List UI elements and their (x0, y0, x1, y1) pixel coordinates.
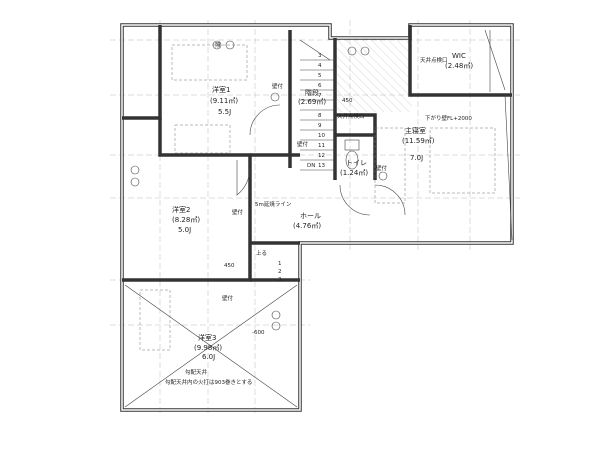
hall-name: ホール (300, 212, 321, 220)
toilet-name: トイレ (346, 159, 367, 167)
wic-area: (2.48㎡) (445, 62, 473, 70)
wall-mount-note: 壁付 (272, 82, 284, 90)
room2-area: (8.28㎡) (172, 216, 200, 224)
stair-step: 12 (318, 153, 325, 159)
wic-shelves (484, 29, 513, 241)
stairwell-void (337, 40, 412, 112)
toilet-fixture (344, 139, 360, 170)
stair-step: 9 (318, 123, 322, 129)
room1-area: (9.11㎡) (210, 97, 238, 105)
hall-area: (4.76㎡) (293, 222, 321, 230)
stair-step: 4 (318, 63, 322, 69)
master-area: (11.59㎡) (402, 137, 435, 145)
stair-step: 5 (318, 73, 322, 79)
stair-step: 3 (278, 277, 282, 283)
wic-name: WIC (452, 52, 466, 60)
master-size: 7.0J (410, 154, 423, 162)
dimension-note: 450 (224, 263, 235, 269)
stair-step: 1 (278, 261, 282, 267)
fire-line-note: 5m延焼ライン (255, 200, 292, 208)
wall-mount-note: 壁付 (232, 208, 244, 216)
stair-step: 13 (318, 163, 325, 169)
stair-dn-label: DN (307, 163, 315, 169)
up-note: 上る (256, 249, 267, 257)
stair-step: 2 (278, 269, 282, 275)
light-fixtures (130, 40, 388, 331)
room1-size: 5.5J (218, 108, 231, 116)
wall-mount-note: 壁付 (222, 294, 234, 302)
stair-step: 10 (318, 133, 325, 139)
master-name: 主寝室 (405, 126, 426, 135)
stair-step: 11 (318, 143, 325, 149)
light-mark: 照 (215, 42, 221, 49)
stairs-area: (2.69㎡) (298, 98, 326, 106)
doors (236, 104, 406, 216)
stair-step: 7 (318, 93, 322, 99)
drop-wall-note: 下がり壁FL+2000 (425, 114, 472, 122)
toilet-area: (1.24㎡) (340, 169, 368, 177)
sloped-ceiling-detail: 勾配天井内の火打は903巻きとする (165, 378, 252, 386)
stairs-name: 階段 (305, 88, 319, 97)
room3-size: 6.0J (202, 353, 215, 361)
room2-size: 5.0J (178, 226, 191, 234)
ceiling-access-note: 天井点検口 (337, 112, 365, 120)
stair-step: 8 (318, 113, 322, 119)
height-note: -600 (252, 330, 265, 336)
wall-mount-note: 壁付 (297, 140, 309, 148)
room2-name: 洋室2 (172, 205, 190, 214)
dimension-note: 450 (342, 98, 353, 104)
ceiling-access-note: 天井点検口 (420, 56, 448, 64)
stairs (299, 39, 335, 171)
sloped-ceiling-note: 勾配天井 (185, 368, 208, 376)
room1-name: 洋室1 (212, 85, 230, 94)
wall-mount-note: 壁付 (376, 164, 388, 172)
sloped-ceiling-lines (124, 44, 496, 408)
room3-area: (9.98㎡) (194, 344, 222, 352)
room3-name: 洋室3 (198, 333, 216, 342)
stair-step: 3 (318, 53, 322, 59)
walls (120, 23, 514, 412)
stair-step: 6 (318, 83, 322, 89)
